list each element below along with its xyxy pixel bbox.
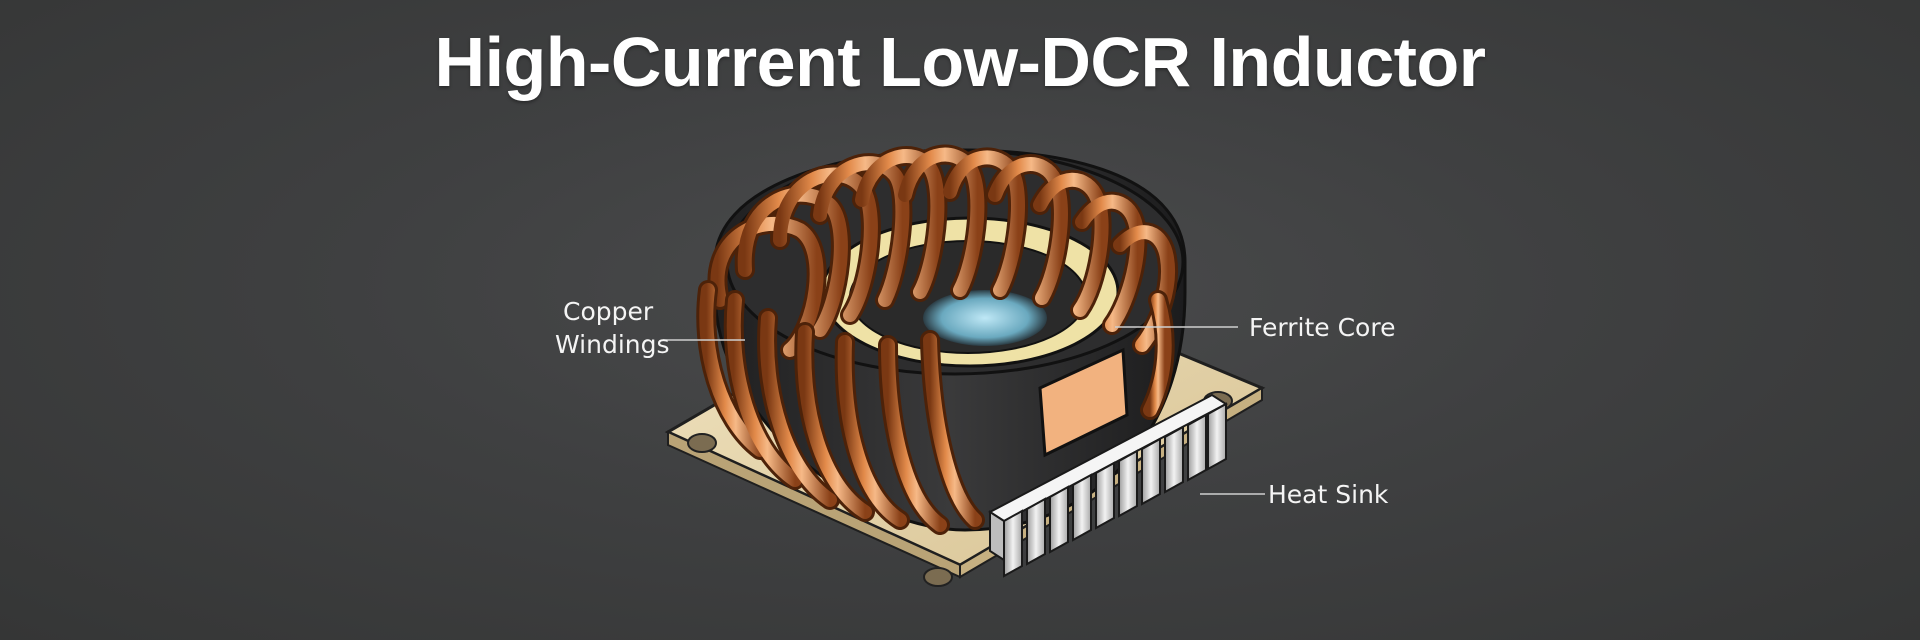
copper-windings-label-2: Windings xyxy=(555,330,670,359)
page-title: High-Current Low-DCR Inductor xyxy=(434,23,1486,101)
heat-sink-label: Heat Sink xyxy=(1268,480,1389,509)
copper-windings-label: Copper xyxy=(563,297,654,326)
copper-windings xyxy=(707,144,1178,360)
heat-sink xyxy=(988,393,1228,578)
ferrite-core-label: Ferrite Core xyxy=(1249,313,1395,342)
copper-windings-front xyxy=(696,280,1175,535)
